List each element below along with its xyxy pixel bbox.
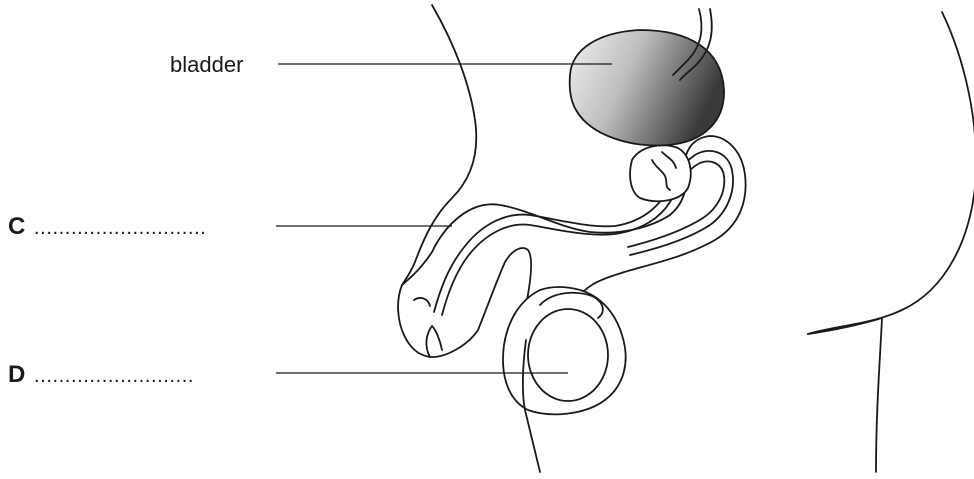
buttock-crease bbox=[808, 318, 882, 472]
bladder-label: bladder bbox=[170, 52, 243, 77]
label-d-answer-blank[interactable]: .......................... bbox=[34, 365, 194, 387]
body-back-outline bbox=[808, 12, 974, 334]
label-d-letter: D bbox=[8, 361, 25, 388]
testis bbox=[528, 309, 608, 401]
label-c-letter: C bbox=[8, 213, 25, 240]
label-c-answer-blank[interactable]: ............................ bbox=[34, 217, 206, 239]
prostate-gland bbox=[630, 145, 691, 201]
bladder-shape bbox=[570, 30, 724, 145]
